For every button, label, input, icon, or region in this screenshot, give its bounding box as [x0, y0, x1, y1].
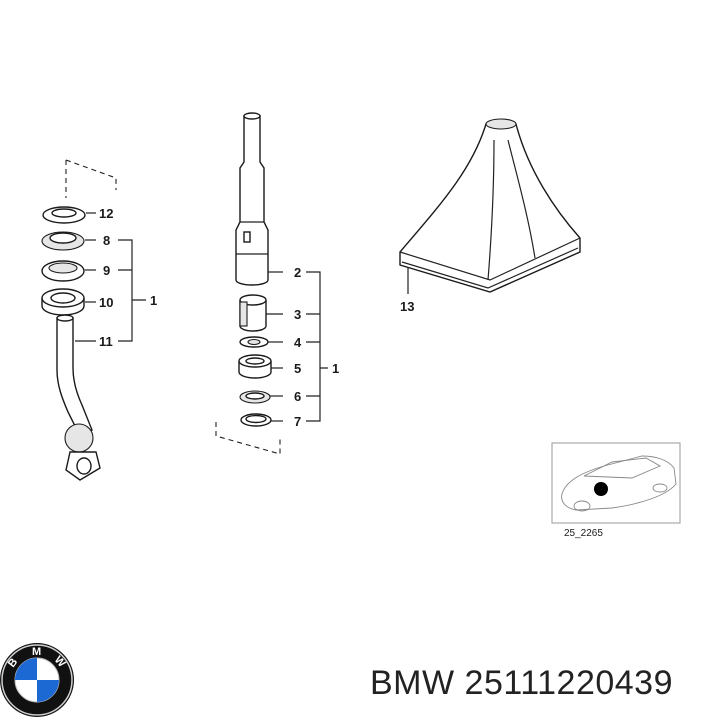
bmw-logo: B M W	[0, 643, 74, 717]
callout-7: 7	[294, 414, 301, 429]
brand-name: BMW	[370, 664, 455, 702]
callout-1-center: 1	[332, 361, 339, 376]
callout-1-left: 1	[150, 293, 157, 308]
callout-9: 9	[103, 263, 110, 278]
location-marker	[594, 482, 608, 496]
left-shift-lever-assembly	[41, 159, 146, 481]
callout-11: 11	[99, 334, 113, 349]
part-number: 25111220439	[464, 664, 674, 702]
thumbnail-reference: 25_2265	[564, 528, 603, 539]
callout-13: 13	[400, 299, 414, 314]
callout-12: 12	[99, 206, 113, 221]
vehicle-location-thumbnail	[551, 442, 681, 524]
center-shift-shaft-assembly	[215, 112, 328, 455]
callout-4: 4	[294, 335, 302, 350]
callout-6: 6	[294, 389, 301, 404]
callout-3: 3	[294, 307, 301, 322]
callout-10: 10	[99, 295, 113, 310]
svg-text:M: M	[32, 646, 41, 658]
callout-2: 2	[294, 265, 301, 280]
part-caption: BMW 25111220439	[370, 664, 673, 703]
gear-lever-boot	[399, 118, 581, 294]
callout-8: 8	[103, 233, 110, 248]
callout-5: 5	[294, 361, 301, 376]
